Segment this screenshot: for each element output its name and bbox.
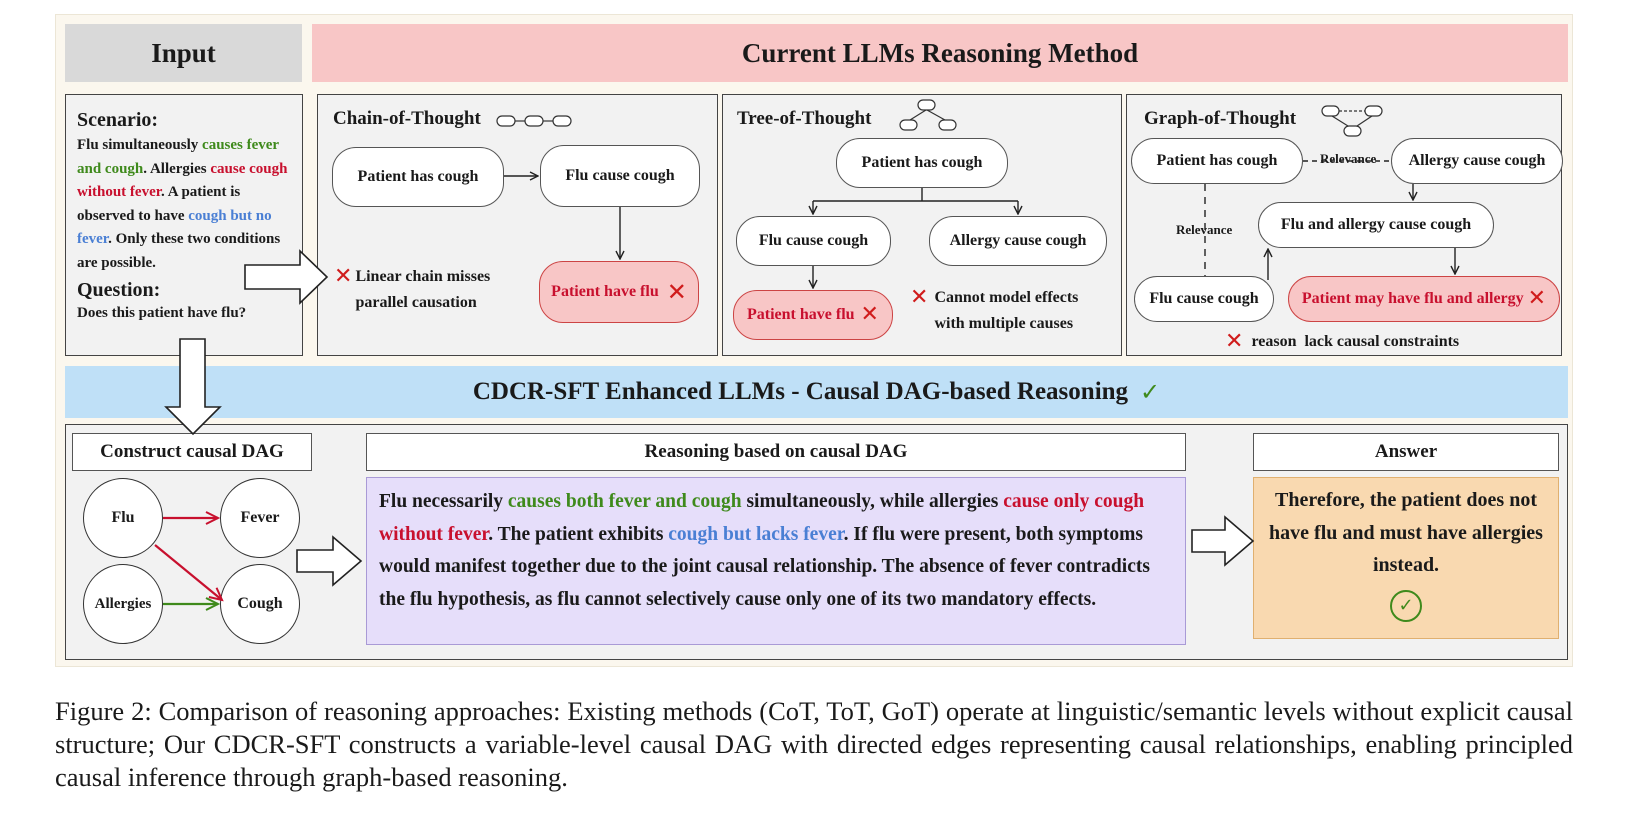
scenario-highlight-observation: cough but no fever (77, 207, 272, 248)
tot-node-patient-flu: Patient have flu ✕ (733, 290, 893, 340)
cross-icon: ✕ (860, 301, 879, 327)
got-node-patient-cough: Patient has cough (1131, 138, 1303, 184)
got-node-flu-allergy-cough: Flu and allergy cause cough (1258, 202, 1494, 248)
tot-note-text: Cannot model effects with multiple cause… (934, 289, 1079, 332)
dag-node-flu: Flu (83, 478, 163, 558)
scenario-panel: Scenario: Flu simultaneously causes feve… (65, 94, 303, 356)
scenario-text: Flu simultaneously causes fever and coug… (77, 134, 294, 275)
got-node-allergy-cough: Allergy cause cough (1391, 138, 1563, 184)
got-node-patient-flu-allergy: Patient may have flu and allergy ✕ (1288, 276, 1560, 322)
cot-node-patient-flu-label: Patient have flu (551, 283, 659, 301)
got-node-patient-flu-allergy-label: Patient may have flu and allergy (1301, 290, 1524, 308)
got-relevance-left: Relevance (1174, 222, 1235, 238)
scenario-text-part: . Only these two conditions are possible… (77, 231, 281, 271)
cot-node-flu-cough: Flu cause cough (540, 145, 700, 207)
reasoning-text-part: . If flu were present, both symptoms wou… (379, 523, 1150, 610)
got-title: Graph-of-Thought (1144, 108, 1297, 129)
cot-title: Chain-of-Thought (333, 108, 481, 129)
dag-label: Construct causal DAG (72, 433, 312, 471)
scenario-highlight-allergy: cause cough without fever (77, 160, 288, 201)
scenario-text-part: Flu simultaneously (77, 137, 203, 153)
check-icon: ✓ (1140, 378, 1161, 406)
reasoning-label: Reasoning based on causal DAG (366, 433, 1186, 471)
tot-node-patient-flu-label: Patient have flu (747, 306, 855, 324)
got-relevance-top: Relevance (1317, 151, 1380, 167)
cross-icon: ✕ (334, 264, 353, 289)
got-note-text: reason lack causal constraints (1251, 333, 1460, 350)
dag-node-cough: Cough (220, 564, 300, 644)
cot-node-patient-cough: Patient has cough (332, 147, 504, 207)
reasoning-text-part: . The patient exhibits (488, 523, 669, 545)
check-circle-icon: ✓ (1390, 589, 1422, 622)
reasoning-highlight-flu: causes both fever and cough (507, 491, 742, 512)
reasoning-highlight-observation: cough but lacks fever (668, 523, 844, 545)
cross-icon: ✕ (1225, 329, 1244, 354)
reasoning-text-part: simultaneously, while allergies (741, 491, 1004, 512)
answer-box: Therefore, the patient does not have flu… (1253, 477, 1559, 639)
graph-icon (1321, 105, 1383, 137)
scenario-title: Scenario: (77, 109, 159, 131)
figure-caption: Figure 2: Comparison of reasoning approa… (55, 696, 1573, 792)
question-text: Does this patient have flu? (77, 305, 247, 321)
tot-node-flu-cough: Flu cause cough (736, 216, 891, 266)
tot-title: Tree-of-Thought (737, 108, 872, 129)
cdcr-header-text: CDCR-SFT Enhanced LLMs - Causal DAG-base… (472, 378, 1129, 405)
tot-node-allergy-cough: Allergy cause cough (929, 216, 1107, 266)
cot-node-patient-flu: Patient have flu ✕ (539, 261, 699, 323)
input-header: Input (65, 24, 302, 82)
chain-icon (496, 115, 572, 127)
got-note: ✕ reason lack causal constraints (1225, 329, 1459, 355)
tree-icon (899, 99, 957, 131)
got-node-flu-cough: Flu cause cough (1134, 276, 1274, 322)
tot-note: ✕ Cannot model effects with multiple cau… (910, 285, 1110, 337)
tot-node-root: Patient has cough (836, 138, 1008, 188)
scenario-highlight-flu: causes fever and cough (77, 137, 279, 177)
scenario-text-part: . Allergies (143, 160, 211, 177)
scenario-text-part: . A patient is observed to have (77, 184, 241, 224)
answer-label: Answer (1253, 433, 1559, 471)
answer-text: Therefore, the patient does not have flu… (1269, 489, 1543, 576)
reasoning-text-part: Flu necessarily (379, 491, 508, 512)
cdcr-header: CDCR-SFT Enhanced LLMs - Causal DAG-base… (65, 366, 1568, 418)
cross-icon: ✕ (666, 277, 687, 306)
dag-node-fever: Fever (220, 478, 300, 558)
cot-note-text: Linear chain misses parallel causation (355, 268, 491, 311)
current-methods-header: Current LLMs Reasoning Method (312, 24, 1568, 82)
reasoning-box: Flu necessarily causes both fever and co… (366, 477, 1186, 645)
cross-icon: ✕ (910, 285, 929, 310)
dag-node-allergies: Allergies (83, 564, 163, 644)
cross-icon: ✕ (1527, 285, 1547, 311)
cot-note: ✕ Linear chain misses parallel causation (334, 264, 509, 316)
reasoning-highlight-allergy: cause only cough without fever (379, 491, 1145, 545)
question-title: Question: (77, 279, 161, 301)
